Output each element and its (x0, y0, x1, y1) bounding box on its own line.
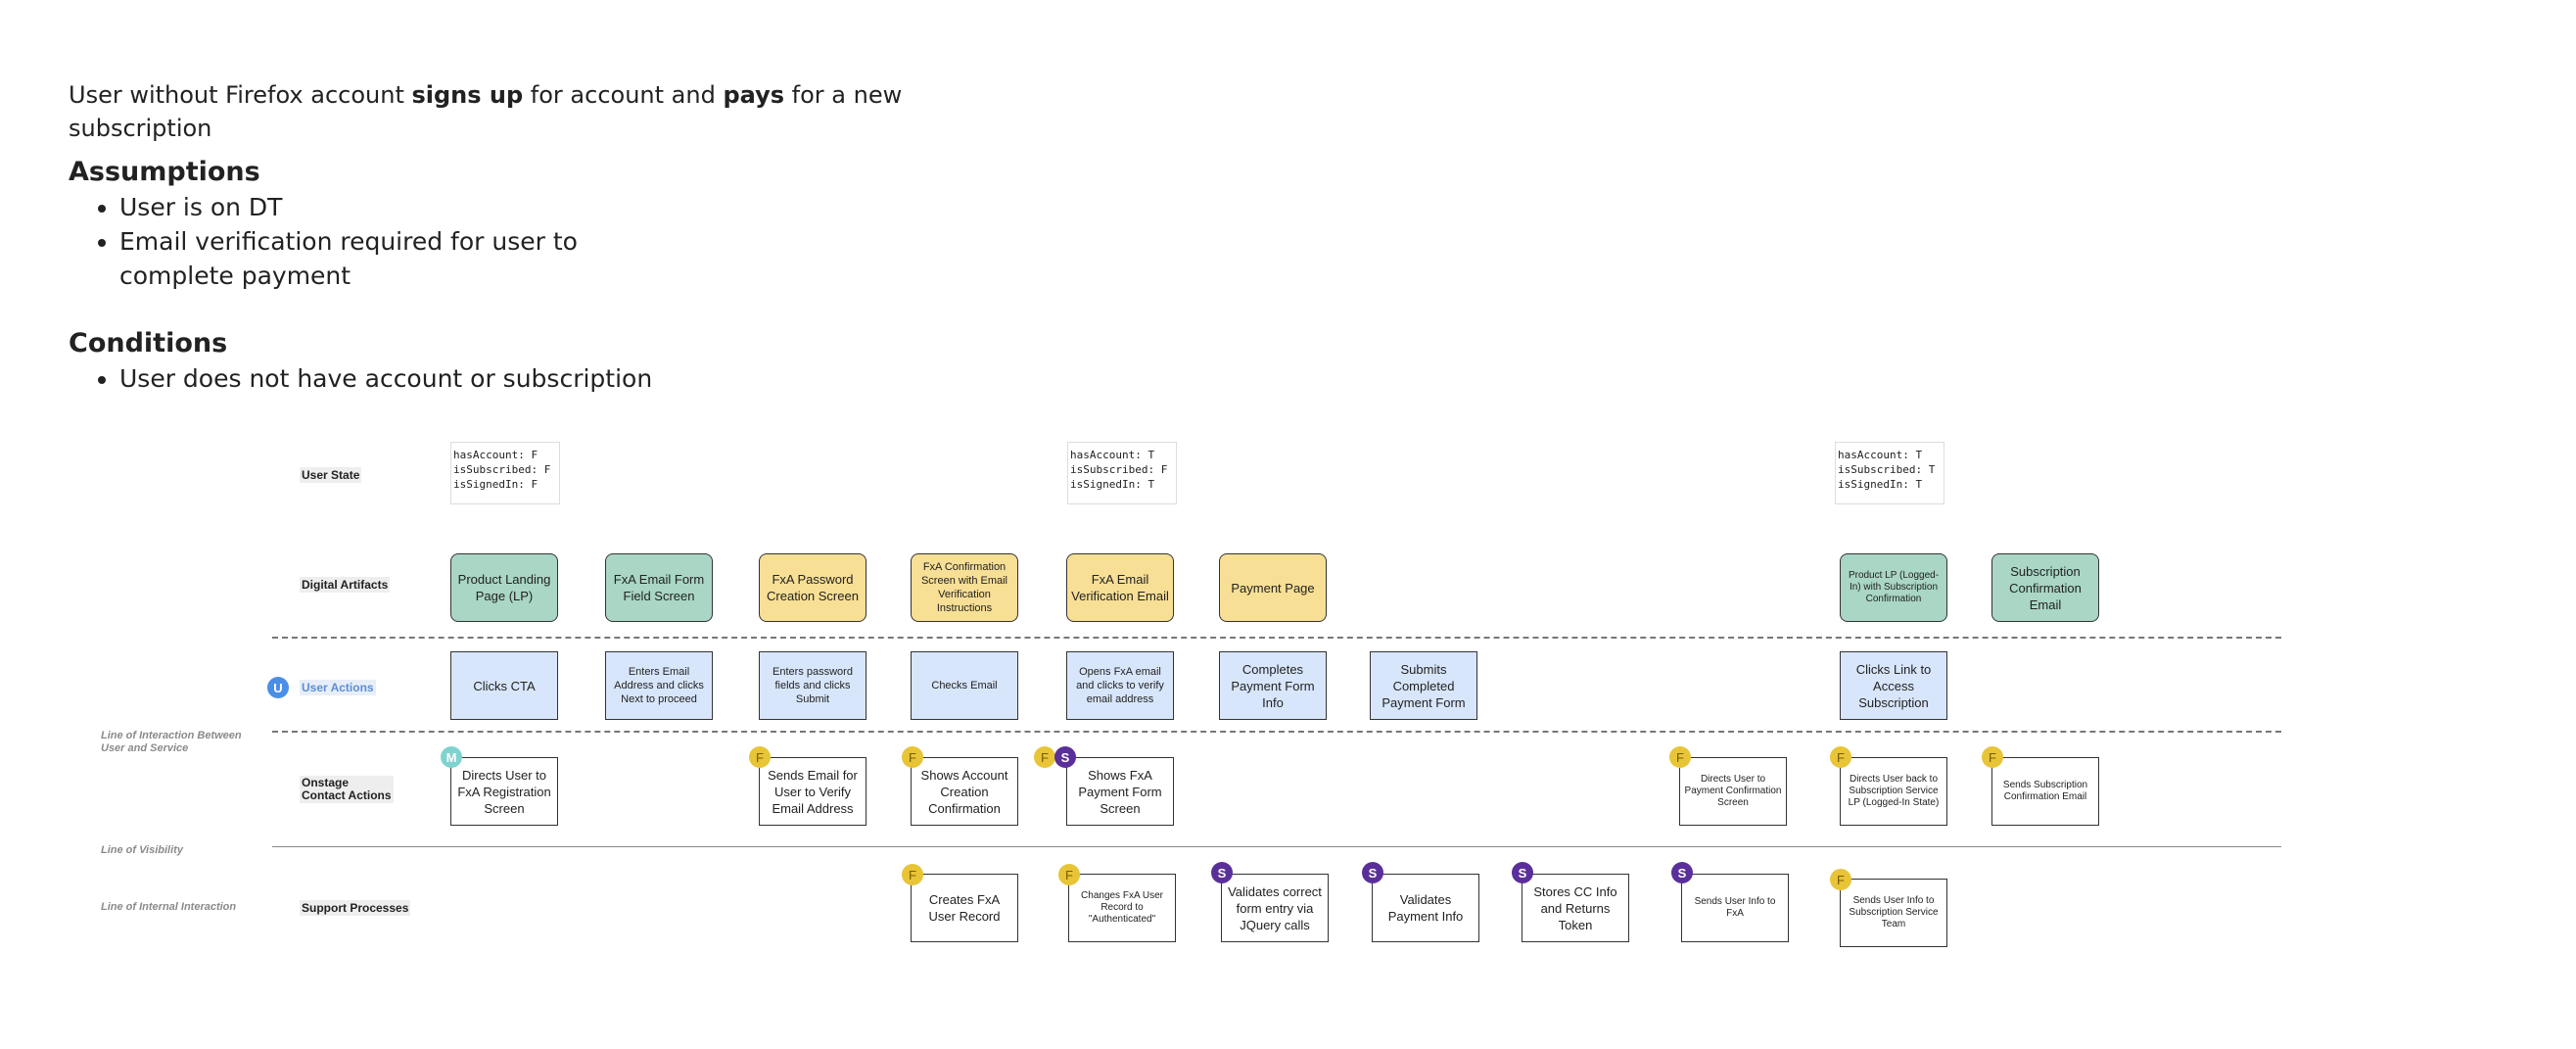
assumptions-list: User is on DT Email verification require… (69, 190, 950, 293)
service-f-icon: F (1058, 864, 1080, 885)
row-label-onstage: Onstage Contact Actions (300, 776, 394, 803)
action-enters-password: Enters password fields and clicks Submit (759, 651, 866, 720)
conditions-list: User does not have account or subscripti… (69, 361, 950, 396)
action-clicks-link-subscription: Clicks Link to Access Subscription (1840, 651, 1947, 720)
line-of-interaction (272, 731, 2281, 733)
row-label-user-actions: User Actions (300, 680, 376, 695)
service-f-icon: F (1830, 746, 1851, 768)
artifact-payment-page: Payment Page (1219, 553, 1327, 622)
assumptions-heading: Assumptions (69, 157, 260, 187)
line-of-visibility (272, 846, 2281, 847)
line-label-internal: Line of Internal Interaction (101, 901, 237, 913)
action-submits-payment-form: Submits Completed Payment Form (1370, 651, 1477, 720)
support-validates-payment-info: Validates Payment Info (1372, 874, 1479, 942)
onstage-directs-back-subscription-lp: Directs User back to Subscription Servic… (1840, 757, 1947, 826)
action-opens-fxa-email: Opens FxA email and clicks to verify ema… (1066, 651, 1174, 720)
artifact-fxa-password-screen: FxA Password Creation Screen (759, 553, 866, 622)
support-validates-form-entry: Validates correct form entry via JQuery … (1221, 874, 1329, 942)
artifact-product-landing-page: Product Landing Page (LP) (450, 553, 558, 622)
onstage-sends-subscription-email: Sends Subscription Confirmation Email (1991, 757, 2099, 826)
support-creates-fxa-user-record: Creates FxA User Record (911, 874, 1018, 942)
service-f-icon: F (749, 746, 771, 768)
title-text: User without Firefox account (69, 81, 412, 109)
support-stores-cc-info: Stores CC Info and Returns Token (1522, 874, 1629, 942)
title-text-mid: for account and (523, 81, 724, 109)
assumption-item: Email verification required for user to … (119, 224, 668, 293)
title-bold-pays: pays (723, 81, 785, 109)
service-f-icon: F (902, 864, 923, 885)
row-label-support: Support Processes (300, 900, 411, 916)
onstage-sends-verify-email: Sends Email for User to Verify Email Add… (759, 757, 866, 826)
row-label-digital-artifacts: Digital Artifacts (300, 577, 391, 593)
title-text-suffix: for a new subscription (69, 81, 903, 142)
support-sends-user-info-subscription-team: Sends User Info to Subscription Service … (1840, 879, 1947, 947)
user-actions-icon: U (267, 677, 289, 698)
service-f-icon: F (1982, 746, 2003, 768)
service-f-icon: F (1034, 746, 1055, 768)
user-state-box: hasAccount: F isSubscribed: F isSignedIn… (450, 442, 560, 504)
support-sends-user-info-fxa: Sends User Info to FxA (1681, 874, 1789, 942)
service-s-icon: S (1512, 862, 1533, 883)
service-f-icon: F (1669, 746, 1691, 768)
user-state-box: hasAccount: T isSubscribed: T isSignedIn… (1835, 442, 1944, 504)
service-s-icon: S (1211, 862, 1233, 883)
artifact-fxa-confirmation-screen: FxA Confirmation Screen with Email Verif… (911, 553, 1018, 622)
scenario-title: User without Firefox account signs up fo… (69, 78, 950, 145)
action-enters-email: Enters Email Address and clicks Next to … (605, 651, 713, 720)
title-bold-signs-up: signs up (411, 81, 524, 109)
line-label-interaction: Line of Interaction Between User and Ser… (101, 730, 242, 754)
condition-item: User does not have account or subscripti… (119, 361, 950, 396)
onstage-directs-user-fxa: Directs User to FxA Registration Screen (450, 757, 558, 826)
action-clicks-cta: Clicks CTA (450, 651, 558, 720)
service-m-icon: M (441, 746, 462, 768)
artifact-fxa-email-form: FxA Email Form Field Screen (605, 553, 713, 622)
assumption-item: User is on DT (119, 190, 668, 224)
conditions-heading: Conditions (69, 328, 228, 358)
user-state-box: hasAccount: T isSubscribed: F isSignedIn… (1067, 442, 1177, 504)
intro-section: User without Firefox account signs up fo… (69, 78, 950, 396)
service-s-icon: S (1054, 746, 1076, 768)
action-completes-payment-form: Completes Payment Form Info (1219, 651, 1327, 720)
onstage-shows-account-confirmation: Shows Account Creation Confirmation (911, 757, 1018, 826)
action-checks-email: Checks Email (911, 651, 1018, 720)
line-above-user-actions (272, 637, 2281, 639)
artifact-fxa-verification-email: FxA Email Verification Email (1066, 553, 1174, 622)
service-f-icon: F (902, 746, 923, 768)
artifact-product-lp-logged-in: Product LP (Logged-In) with Subscription… (1840, 553, 1947, 622)
artifact-subscription-confirmation-email: Subscription Confirmation Email (1991, 553, 2099, 622)
row-label-user-state: User State (300, 467, 362, 483)
onstage-directs-payment-confirmation: Directs User to Payment Confirmation Scr… (1679, 757, 1787, 826)
line-label-visibility: Line of Visibility (101, 844, 183, 856)
support-changes-user-record: Changes FxA User Record to "Authenticate… (1068, 874, 1176, 942)
onstage-shows-fxa-payment-form: Shows FxA Payment Form Screen (1066, 757, 1174, 826)
service-s-icon: S (1671, 862, 1693, 883)
service-s-icon: S (1362, 862, 1383, 883)
service-f-icon: F (1830, 869, 1851, 890)
